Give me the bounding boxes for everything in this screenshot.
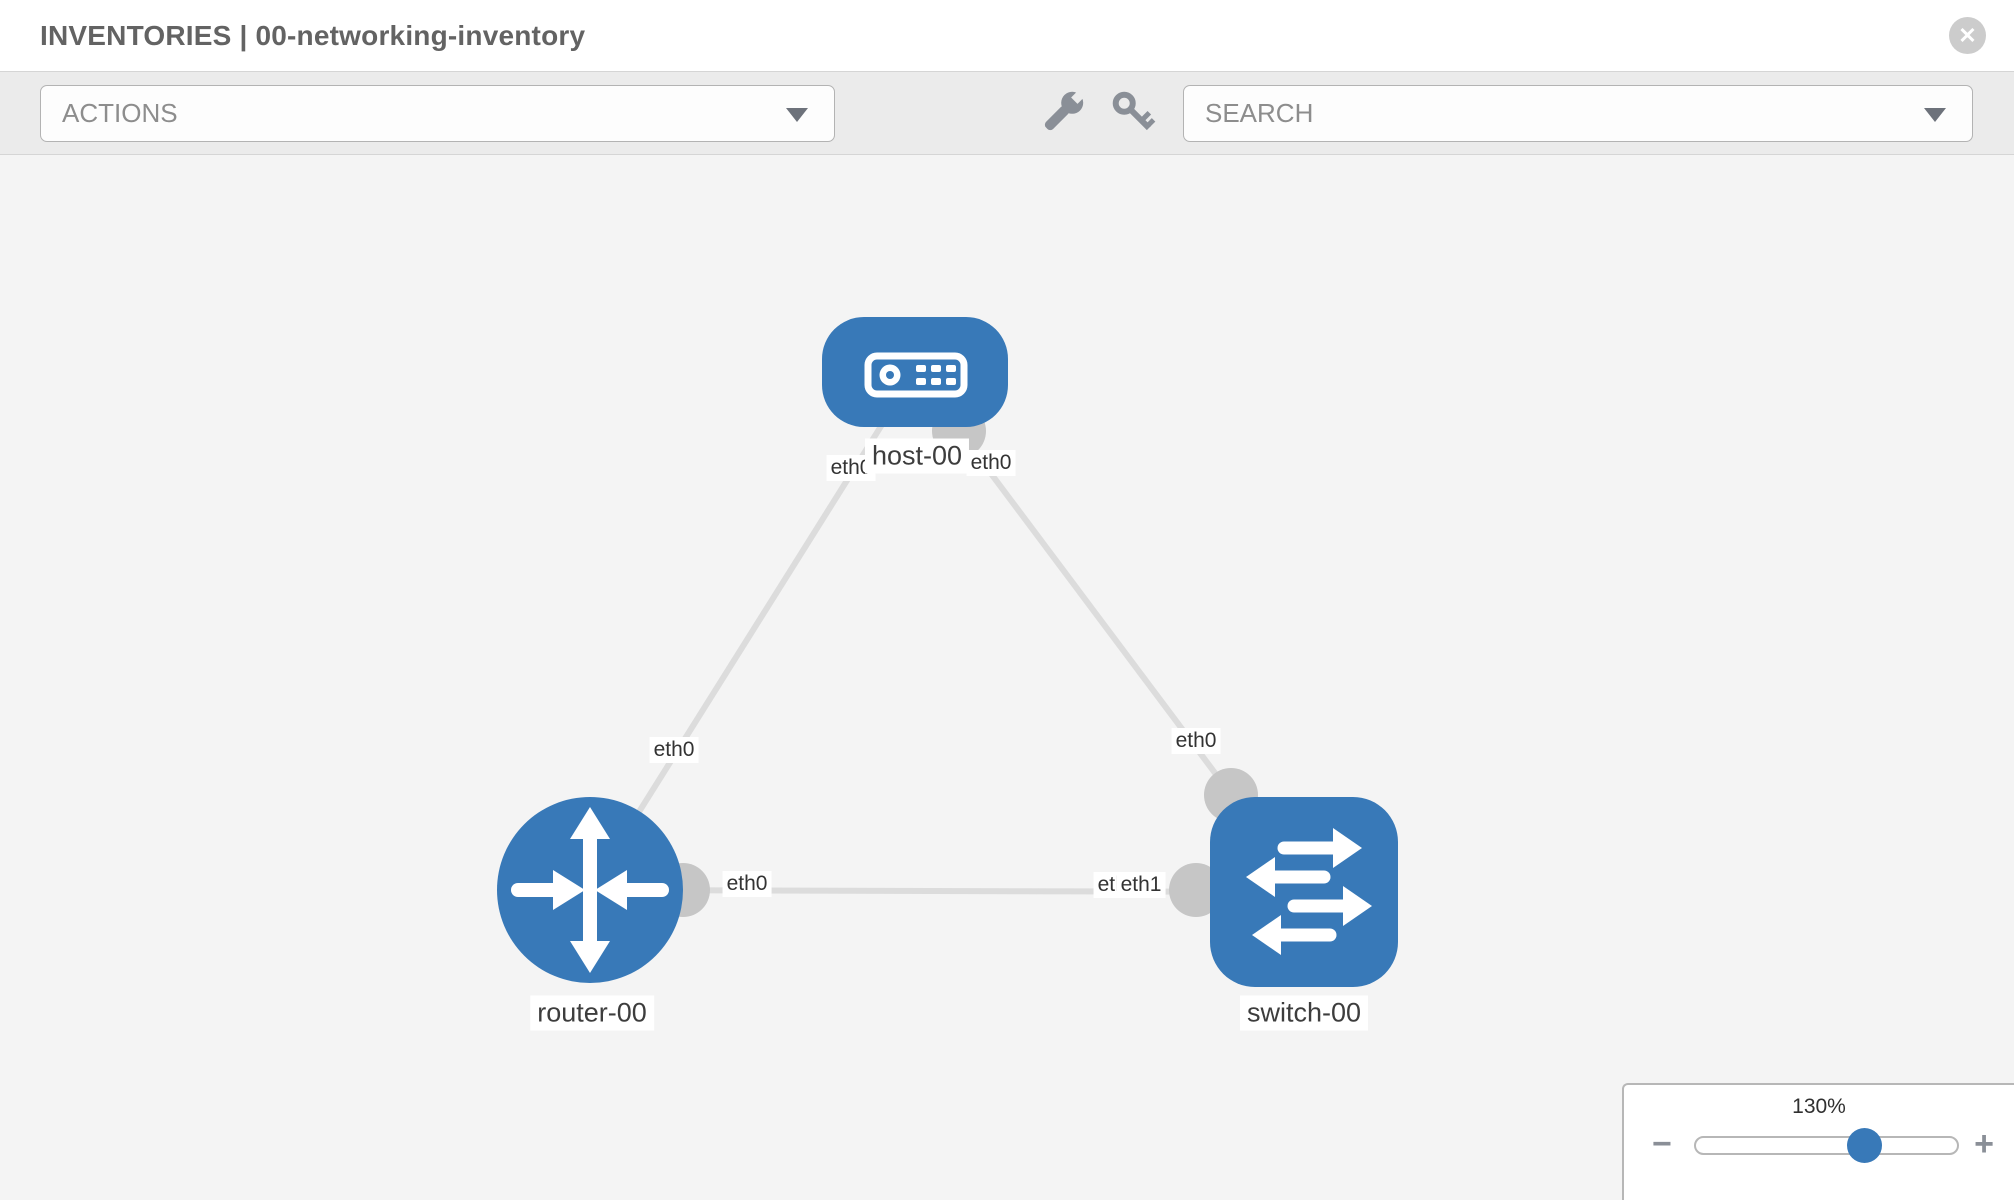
search-dropdown-label: SEARCH [1205, 98, 1314, 128]
port-label-eth0: eth0 [722, 871, 772, 897]
node-label-switch-00: switch-00 [1239, 995, 1369, 1031]
zoom-in-button[interactable]: + [1974, 1125, 1994, 1163]
node-host-00[interactable] [822, 317, 1008, 427]
topology-canvas[interactable]: eth0 eth0 eth0 eth0 eth0 eth1 eth1 host-… [0, 155, 2014, 1200]
port-label-eth0: eth0 [966, 450, 1016, 476]
credentials-button[interactable] [1105, 86, 1161, 142]
zoom-slider-track[interactable] [1694, 1136, 1959, 1155]
toolbar: ACTIONS SEARCH [0, 72, 2014, 155]
topology-svg [497, 317, 1398, 987]
chevron-down-icon [786, 107, 808, 122]
configure-button[interactable] [1035, 86, 1091, 142]
zoom-out-button[interactable]: − [1652, 1125, 1672, 1163]
host-icon [864, 352, 968, 398]
port-dots [656, 404, 1258, 917]
port-label-eth1: eth1 [1116, 872, 1166, 898]
chevron-down-icon [1924, 107, 1946, 122]
header-bar: INVENTORIES | 00-networking-inventory ✕ [0, 0, 2014, 72]
actions-dropdown-label: ACTIONS [62, 98, 178, 128]
node-label-router-00: router-00 [530, 995, 654, 1031]
port-label-eth0: eth0 [1171, 728, 1221, 754]
zoom-slider-handle[interactable] [1847, 1128, 1882, 1163]
wrench-icon [1044, 89, 1086, 131]
search-dropdown[interactable]: SEARCH [1183, 85, 1973, 142]
key-icon [1112, 91, 1156, 131]
port-label-eth0: eth0 [649, 737, 699, 763]
router-icon [511, 807, 669, 973]
actions-dropdown[interactable]: ACTIONS [40, 85, 835, 142]
port-dot [1169, 863, 1223, 917]
node-label-host-00: host-00 [864, 438, 970, 474]
close-icon[interactable]: ✕ [1949, 17, 1986, 54]
node-router-00[interactable] [497, 797, 683, 983]
zoom-panel: 130% − + [1622, 1083, 2014, 1200]
zoom-value: 130% [1792, 1095, 1846, 1118]
switch-icon [1246, 828, 1372, 955]
page-title: INVENTORIES | 00-networking-inventory [40, 19, 586, 51]
node-switch-00[interactable] [1210, 797, 1398, 987]
